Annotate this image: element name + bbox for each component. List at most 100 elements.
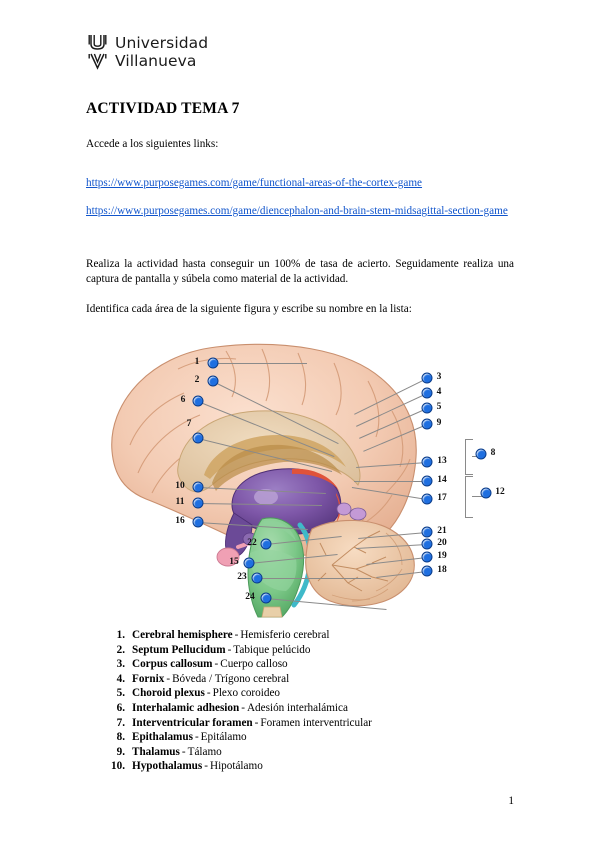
answer-item: 5.Choroid plexus - Plexo coroideo: [104, 686, 514, 701]
answer-separator: -: [206, 687, 211, 700]
answer-term-en: Septum Pellucidum: [132, 643, 226, 656]
callout-dot-16[interactable]: [192, 516, 204, 528]
callout-dot-14[interactable]: [421, 475, 433, 487]
answer-term-en: Hypothalamus: [132, 760, 203, 773]
callout-number-20: 20: [437, 538, 447, 548]
answer-separator: -: [166, 672, 171, 685]
answer-separator: -: [241, 701, 245, 714]
answer-index: 7.: [116, 716, 125, 729]
answer-separator: -: [227, 643, 232, 656]
answer-term-es: Adesión interhalámica: [246, 701, 348, 714]
identify-paragraph: Identifica cada área de la siguiente fig…: [86, 303, 412, 315]
callout-dot-21[interactable]: [421, 526, 433, 538]
callout-dot-12[interactable]: [480, 487, 492, 499]
callout-dot-8[interactable]: [475, 448, 487, 460]
answer-term-es: Foramen interventricular: [260, 716, 372, 729]
answer-term-en: Interventricular foramen: [132, 716, 253, 729]
answer-item: 8. Epithalamus - Epitálamo: [104, 730, 514, 745]
callout-dot-11[interactable]: [192, 497, 204, 509]
callout-number-15: 15: [229, 557, 239, 567]
page-title: ACTIVIDAD TEMA 7: [86, 100, 240, 117]
callout-dot-4[interactable]: [421, 387, 433, 399]
callout-dot-20[interactable]: [421, 538, 433, 550]
callout-dot-10[interactable]: [192, 481, 204, 493]
intro-paragraph: Accede a los siguientes links:: [86, 138, 219, 150]
answer-item: 4.Fornix - Bóveda / Trígono cerebral: [104, 672, 514, 687]
answer-item: 7. Interventricular foramen - Foramen int…: [104, 716, 514, 731]
callout-dot-2[interactable]: [207, 375, 219, 387]
answer-separator: -: [214, 658, 219, 671]
callout-number-7: 7: [186, 419, 192, 429]
answer-separator: -: [194, 731, 199, 744]
answer-term-en: Interhalamic adhesion: [132, 701, 240, 714]
answer-term-en: Cerebral hemisphere: [132, 629, 233, 641]
answer-item: 1.Cerebral hemisphere - Hemisferio cereb…: [104, 628, 514, 643]
callout-number-16: 16: [175, 516, 185, 526]
callout-number-2: 2: [194, 375, 200, 385]
callout-dot-9[interactable]: [421, 418, 433, 430]
answer-item: 9. Thalamus - Tálamo: [104, 745, 514, 760]
callout-dot-13[interactable]: [421, 456, 433, 468]
answer-term-en: Thalamus: [132, 745, 180, 758]
answer-index: 3.: [116, 658, 125, 671]
callout-dot-24[interactable]: [260, 592, 272, 604]
answer-term-es: Hemisferio cerebral: [240, 629, 330, 641]
callout-number-21: 21: [437, 526, 447, 536]
callout-number-9: 9: [436, 418, 442, 428]
answer-index: 4.: [116, 672, 125, 685]
answer-separator: -: [254, 716, 259, 729]
answer-term-es: Epitálamo: [200, 731, 247, 744]
callout-dot-7[interactable]: [192, 432, 204, 444]
callout-dot-5[interactable]: [421, 402, 433, 414]
purposegames-link-cortex[interactable]: https://www.purposegames.com/game/functi…: [86, 177, 423, 189]
answer-index: 9.: [116, 745, 125, 758]
grouping-bracket: [465, 439, 473, 475]
callout-dot-18[interactable]: [421, 565, 433, 577]
answer-index: 8.: [116, 731, 125, 744]
answer-index: 1.: [116, 629, 125, 641]
purposegames-link-diencephalon[interactable]: https://www.purposegames.com/game/dience…: [86, 205, 508, 217]
answer-index: 6.: [116, 701, 125, 714]
answer-term-es: Plexo coroideo: [212, 687, 281, 700]
leader-line: [257, 578, 371, 579]
answer-term-es: Tabique pelúcido: [233, 643, 311, 656]
answer-item: 10.Hypothalamus - Hipotálamo: [104, 759, 514, 774]
callout-number-6: 6: [180, 395, 186, 405]
callout-dot-22[interactable]: [260, 538, 272, 550]
callout-number-14: 14: [437, 475, 447, 485]
callout-number-8: 8: [490, 448, 496, 458]
answer-item: 6. Interhalamic adhesion - Adesión interh…: [104, 701, 514, 716]
university-logo: Universidad Villanueva: [88, 33, 208, 71]
answer-term-es: Cuerpo calloso: [220, 658, 288, 671]
page-number: 1: [508, 795, 514, 807]
instructions-paragraph: Realiza la actividad hasta conseguir un …: [86, 258, 514, 285]
universidad-villanueva-monogram-icon: [88, 35, 107, 70]
callout-dot-3[interactable]: [421, 372, 433, 384]
callout-dot-1[interactable]: [207, 357, 219, 369]
callout-number-5: 5: [436, 402, 442, 412]
callout-number-22: 22: [247, 538, 257, 548]
callout-dot-15[interactable]: [243, 557, 255, 569]
callout-number-17: 17: [437, 493, 447, 503]
answer-term-en: Fornix: [132, 672, 165, 685]
answer-term-es: Hipotálamo: [209, 760, 263, 773]
callout-number-4: 4: [436, 387, 442, 397]
callout-dot-6[interactable]: [192, 395, 204, 407]
callout-dot-19[interactable]: [421, 551, 433, 563]
answer-term-es: Tálamo: [187, 745, 222, 758]
grouping-bracket: [465, 476, 473, 518]
logo-line-2: Villanueva: [115, 52, 197, 70]
callout-number-1: 1: [194, 357, 200, 367]
answer-separator: -: [181, 745, 186, 758]
answer-term-en: Epithalamus: [132, 731, 193, 744]
leader-line: [472, 496, 486, 497]
callout-dot-17[interactable]: [421, 493, 433, 505]
answer-index: 5.: [116, 687, 125, 700]
answer-term-en: Corpus callosum: [132, 658, 213, 671]
callout-number-3: 3: [436, 372, 442, 382]
answer-index: 2.: [116, 643, 125, 656]
callout-dot-23[interactable]: [251, 572, 263, 584]
